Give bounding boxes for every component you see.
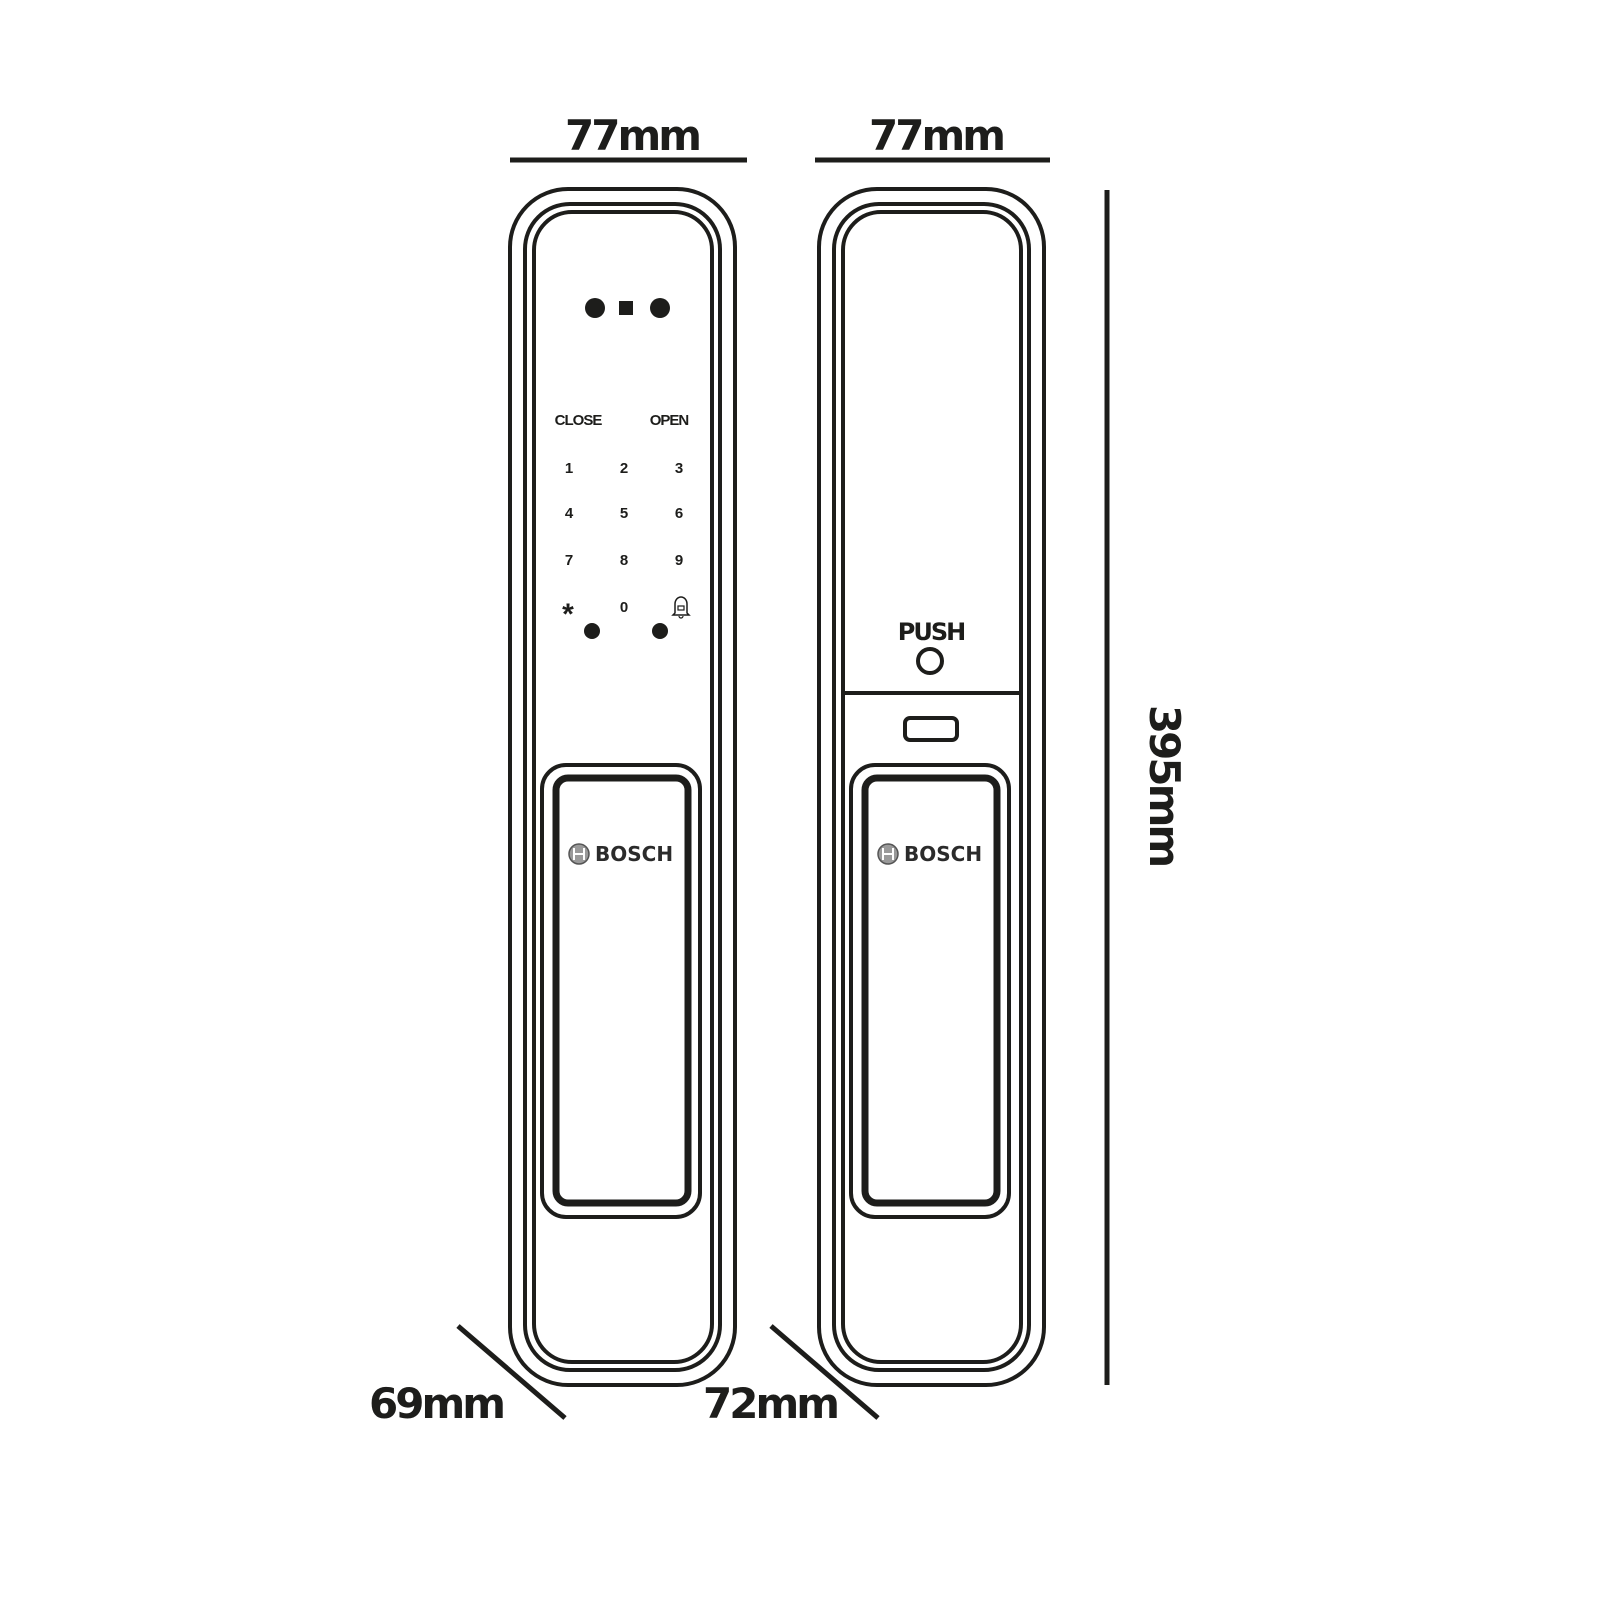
front-depth-line bbox=[456, 1324, 567, 1420]
front-handle[interactable] bbox=[540, 763, 702, 1219]
back-depth-label: 72mm bbox=[703, 1379, 837, 1428]
push-label: PUSH bbox=[898, 618, 964, 646]
key-6[interactable]: 6 bbox=[675, 505, 683, 522]
key-0[interactable]: 0 bbox=[620, 599, 628, 616]
camera-square bbox=[619, 301, 633, 315]
indicator-dot bbox=[652, 623, 668, 639]
bosch-logo: BOSCH bbox=[877, 842, 982, 866]
push-button[interactable] bbox=[916, 647, 944, 675]
sensor-dot bbox=[650, 298, 670, 318]
back-depth-line bbox=[769, 1324, 880, 1420]
key-9[interactable]: 9 bbox=[675, 552, 683, 569]
svg-text:BOSCH: BOSCH bbox=[904, 842, 982, 866]
front-width-label: 77mm bbox=[565, 111, 699, 160]
key-5[interactable]: 5 bbox=[620, 505, 628, 522]
open-label: OPEN bbox=[650, 412, 689, 429]
indicator-dot bbox=[584, 623, 600, 639]
sensor-dot bbox=[585, 298, 605, 318]
close-label: CLOSE bbox=[555, 412, 603, 429]
key-8[interactable]: 8 bbox=[620, 552, 628, 569]
key-star[interactable]: * bbox=[562, 598, 574, 631]
back-width-label: 77mm bbox=[869, 111, 1003, 160]
keypad: 1 2 3 4 5 6 7 8 9 * 0 bbox=[562, 460, 691, 631]
height-label: 395mm bbox=[1140, 705, 1189, 865]
key-slot bbox=[903, 716, 959, 742]
dimension-lines bbox=[456, 157, 1110, 1420]
front-depth-label: 69mm bbox=[369, 1379, 503, 1428]
bosch-logo: BOSCH bbox=[568, 842, 673, 866]
key-3[interactable]: 3 bbox=[675, 460, 683, 477]
front-panel: CLOSE OPEN 1 2 3 4 5 6 7 8 9 * 0 bbox=[508, 187, 737, 1387]
key-7[interactable]: 7 bbox=[565, 552, 573, 569]
key-2[interactable]: 2 bbox=[620, 460, 628, 477]
back-handle[interactable] bbox=[849, 763, 1011, 1219]
key-1[interactable]: 1 bbox=[565, 460, 573, 477]
bell-icon[interactable] bbox=[671, 596, 691, 619]
back-panel: PUSH BOSCH bbox=[817, 187, 1046, 1387]
key-4[interactable]: 4 bbox=[565, 505, 574, 522]
svg-text:BOSCH: BOSCH bbox=[595, 842, 673, 866]
